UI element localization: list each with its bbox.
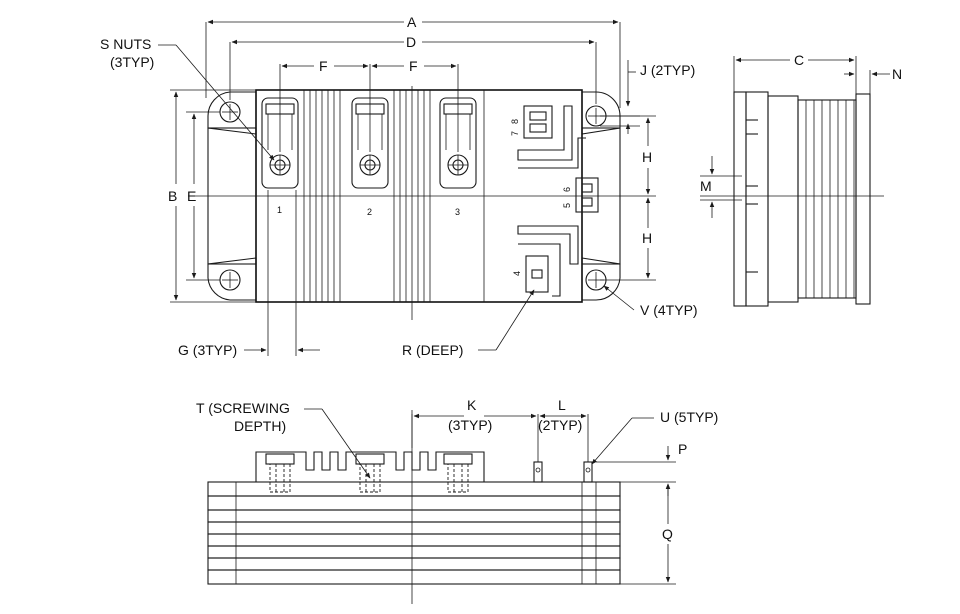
dim-n-label: N [892,66,902,82]
screw-1 [265,453,295,494]
dim-c-label: C [794,52,804,68]
pin-label-6: 6 [562,187,572,192]
screw-2 [355,453,385,494]
dim-h2-label: H [642,230,652,246]
pin-label-2: 2 [367,207,372,217]
front-view: K (3TYP) L (2TYP) U (5TYP) P Q T (SCREWI… [196,397,718,604]
dim-m-label: M [700,178,712,194]
dim-l-label: L [558,397,566,413]
mounting-hole-tl [219,101,241,123]
dim-j-label: J (2TYP) [640,62,695,78]
dim-f1-label: F [319,58,328,74]
dim-b-label: B [168,188,177,204]
dim-p-label: P [678,441,687,457]
side-view: C N M [700,52,902,307]
top-view: 1 2 3 8 7 6 5 4 [100,14,698,358]
latch-upper-outer [518,137,586,169]
dim-g-label: G (3TYP) [178,342,237,358]
dim-k-label: K [467,397,477,413]
dim-l-sublabel: (2TYP) [538,417,582,433]
latch-lower [517,225,579,265]
s-nuts-sublabel: (3TYP) [110,54,154,70]
left-lower-flange [207,257,257,301]
dim-f2-label: F [409,58,418,74]
dim-v-label: V (4TYP) [640,302,698,318]
s-nuts-label: S NUTS [100,36,151,52]
dim-t-label: T (SCREWING [196,400,290,416]
pin-label-7: 7 [510,131,520,136]
dim-u-label: U (5TYP) [660,409,718,425]
pin-label-8: 8 [510,119,520,124]
pin-label-3: 3 [455,207,460,217]
mounting-hole-bl [219,269,241,291]
dim-a-label: A [407,14,417,30]
right-mounting-flange [581,91,621,135]
pin-label-4: 4 [512,271,522,276]
latch-upper [517,105,573,161]
dim-h1-label: H [642,149,652,165]
latch-lower-inner [518,243,561,297]
connector-4: 4 [512,255,549,293]
dim-e-label: E [187,188,196,204]
dim-r-label: R (DEEP) [402,342,463,358]
right-lower-flange [581,257,621,301]
dim-q-label: Q [662,526,673,542]
front-fins [255,451,485,483]
connector-7-8: 8 7 [510,105,553,139]
dim-d-label: D [406,34,416,50]
pin-label-5: 5 [562,203,572,208]
left-mounting-flange [207,91,257,135]
screw-3 [443,453,473,494]
dim-k-sublabel: (3TYP) [448,417,492,433]
dim-t-sublabel: DEPTH) [234,418,286,434]
connector-5-6: 6 5 [562,177,599,213]
pin-label-1: 1 [277,205,282,215]
